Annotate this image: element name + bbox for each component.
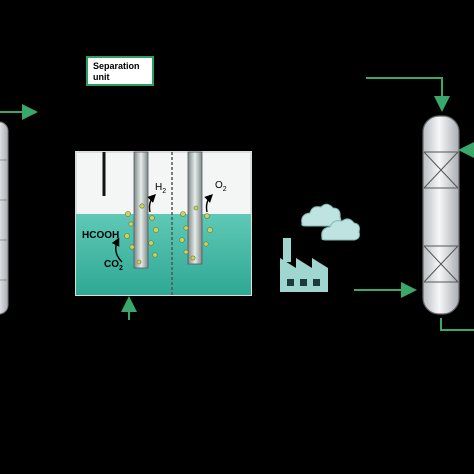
reactor-column-icon <box>422 115 460 315</box>
cloud-icon <box>301 203 360 241</box>
arrow-column-bottom-out <box>440 318 474 331</box>
separation-unit-box: Separation unit <box>86 56 154 86</box>
anode-gas-label: O2 <box>215 180 227 193</box>
reactant-label: CO2 <box>104 259 123 272</box>
factory-icon <box>280 238 328 292</box>
product-label: HCOOH <box>82 230 120 241</box>
cathode-gas-label: H2 <box>155 182 167 195</box>
separation-unit-label-1: Separation <box>93 61 140 71</box>
left-column <box>0 121 9 315</box>
electrolyzer-icon <box>75 151 252 296</box>
arrow-column-top <box>366 77 450 112</box>
separation-unit-label-2: unit <box>93 72 110 82</box>
